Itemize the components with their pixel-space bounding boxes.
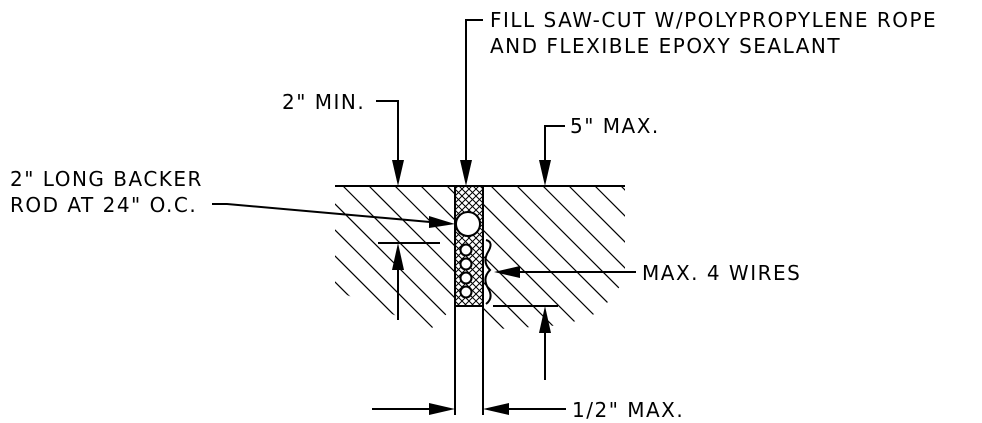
- backer-rod-leader: [212, 203, 431, 223]
- wires-brace: [484, 239, 492, 305]
- hatch-line: [594, 186, 625, 330]
- fill-label-line2: AND FLEXIBLE EPOXY SEALANT: [490, 34, 841, 58]
- depth-arrowhead-right: [539, 306, 551, 333]
- backer-rod-arrowhead: [429, 216, 455, 228]
- hatch-line: [394, 186, 455, 330]
- hatch-line: [483, 186, 542, 330]
- fill-label-line1: FILL SAW-CUT W/POLYPROPYLENE ROPE: [490, 8, 937, 32]
- hatch-line: [516, 186, 625, 330]
- wire: [459, 285, 473, 299]
- hatch-line: [490, 186, 625, 330]
- wire: [459, 271, 473, 285]
- min-depth-label: 2" MIN.: [282, 90, 365, 114]
- width-arrowhead-left: [429, 403, 455, 415]
- wires-arrowhead: [494, 266, 520, 278]
- hatch-line: [335, 186, 342, 330]
- hatch-line: [483, 186, 516, 330]
- hatch-line: [483, 186, 620, 330]
- backer-rod-label-line1: 2" LONG BACKER: [10, 167, 203, 191]
- min-depth-arrowhead: [392, 160, 404, 186]
- fill-leader: [465, 19, 483, 160]
- width-arrowhead-right: [483, 403, 509, 415]
- max-wires-label: MAX. 4 WIRES: [642, 261, 801, 285]
- max-width-label: 1/2" MAX.: [572, 398, 684, 422]
- hatch-line: [309, 186, 463, 340]
- backer-rod-label-line2: ROD AT 24" O.C.: [10, 193, 197, 217]
- max-depth-arrowhead-top: [539, 160, 551, 186]
- hatch-line: [483, 186, 568, 330]
- hatch-line: [368, 186, 455, 330]
- backer-rod: [455, 211, 481, 237]
- hatch-line: [420, 186, 455, 330]
- hatch-line: [568, 186, 625, 330]
- hatch-line: [283, 186, 437, 340]
- hatch-line: [499, 186, 653, 340]
- hatch-line: [335, 186, 394, 330]
- wire: [459, 243, 473, 257]
- hatch-line: [542, 186, 625, 330]
- hatch-line: [342, 186, 455, 330]
- hatch-line: [473, 186, 627, 340]
- fill-arrowhead: [460, 160, 472, 186]
- min-depth-leader: [376, 100, 399, 160]
- hatch-line: [335, 186, 446, 330]
- hatch-line: [483, 186, 594, 330]
- hatch-line: [335, 186, 420, 330]
- wire: [459, 257, 473, 271]
- loop-wires: [459, 243, 473, 299]
- max-depth-label: 5" MAX.: [570, 114, 660, 138]
- depth-arrowhead-left: [392, 243, 404, 270]
- max-depth-leader: [544, 125, 565, 160]
